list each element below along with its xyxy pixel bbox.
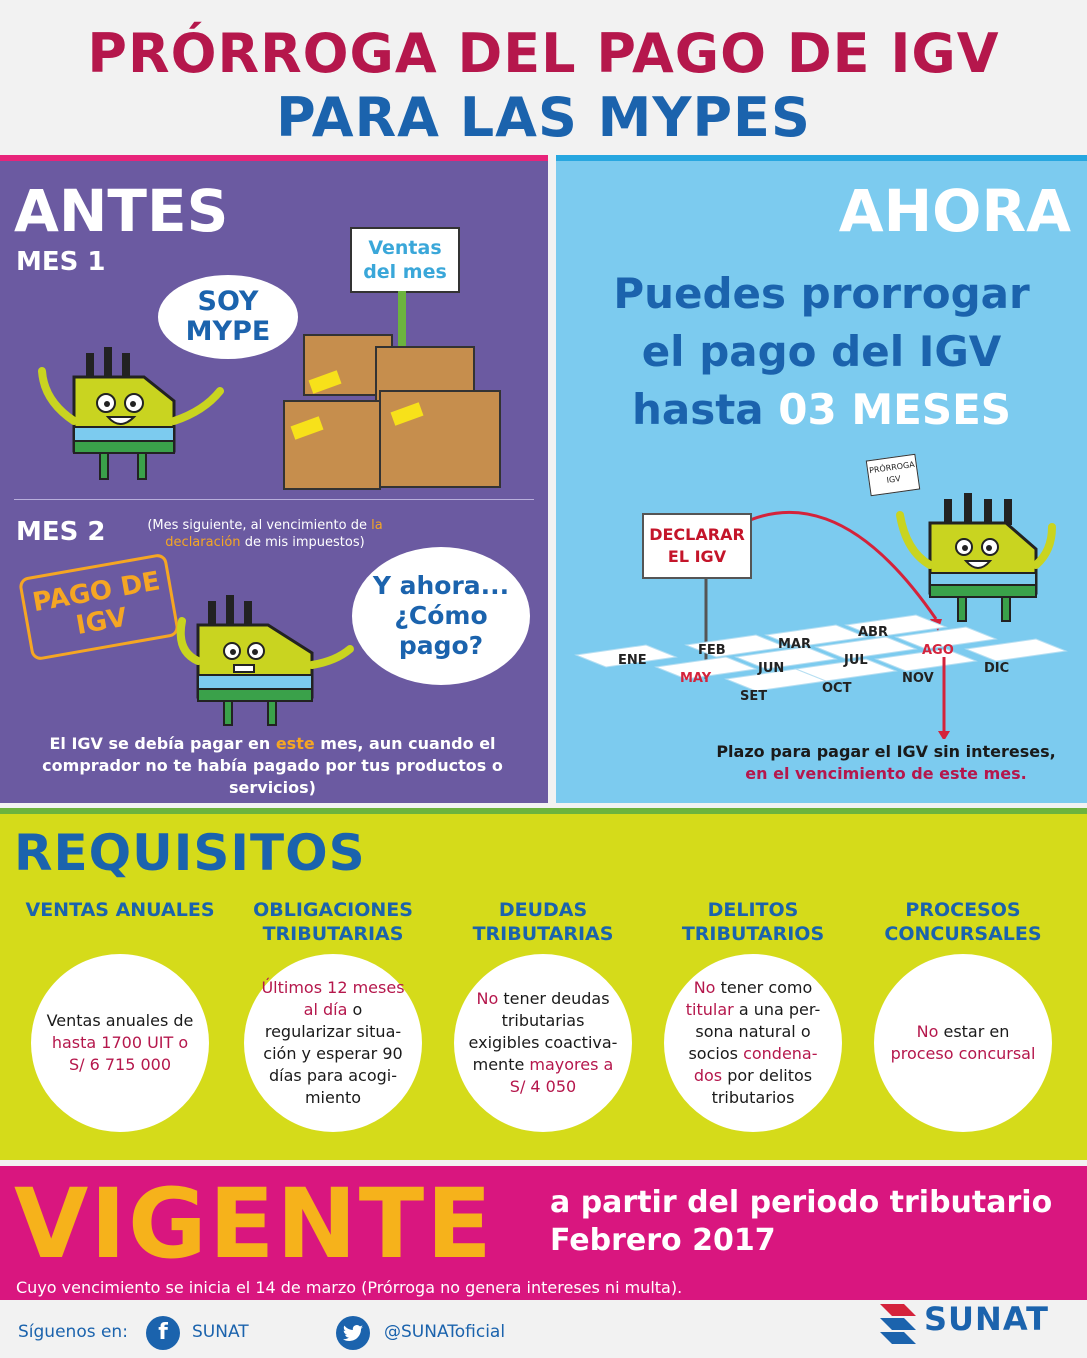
requisito-highlight: hasta 1700 UIT o <box>51 1033 189 1052</box>
requisito-delitos-tributarios: DELITOS TRIBUTARIOS No tener como titula… <box>658 898 848 1132</box>
month-may: MAY <box>680 671 712 686</box>
antes-caption: El IGV se debía pagar en este mes, aun c… <box>20 733 525 799</box>
mes1-label: MES 1 <box>16 247 106 277</box>
requisito-text: o regularizar situa-ción y esperar 90 dí… <box>263 1000 403 1107</box>
vigente-note: Cuyo vencimiento se inicia el 14 de marz… <box>16 1278 683 1297</box>
speech-bubble-como-pago: Y ahora... ¿Cómo pago? <box>352 547 530 685</box>
sign-prorroga-igv: PRÓRROGA IGV <box>865 453 921 497</box>
ahora-headline: Puedes prorrogar el pago del IGV hasta 0… <box>556 265 1087 439</box>
calendar-illustration <box>574 510 1068 739</box>
month-abr: ABR <box>858 625 888 640</box>
month-mar: MAR <box>778 637 812 652</box>
requisito-deudas-tributarias: DEUDAS TRIBUTARIAS No tener deudas tribu… <box>448 898 638 1132</box>
speech-bubble-soy-mype: SOY MYPE <box>158 275 298 359</box>
requisito-text: estar en <box>943 1022 1010 1041</box>
requisito-highlight: condena-dos <box>693 1044 818 1085</box>
mes2-note: (Mes siguiente, al vencimiento de la dec… <box>130 517 400 551</box>
twitter-link[interactable]: @SUNAToficial <box>384 1322 506 1342</box>
requisito-ventas-anuales: VENTAS ANUALES Ventas anuales de hasta 1… <box>25 898 215 1132</box>
requisito-highlight: S/ 6 715 000 <box>68 1055 172 1074</box>
stamp-pago-de-igv: PAGO DE IGV <box>17 552 181 662</box>
requisito-heading: DELITOS TRIBUTARIOS <box>681 899 825 945</box>
ahora-title: AHORA <box>838 177 1071 245</box>
page-title-line1: PRÓRROGA DEL PAGO DE IGV <box>87 22 1000 85</box>
mes2-note-post: de mis impuestos) <box>244 535 365 550</box>
month-jul: JUL <box>844 653 868 668</box>
requisitos-section: REQUISITOS VENTAS ANUALES Ventas anuales… <box>0 808 1087 1160</box>
ahora-headline-line1: Puedes prorrogar <box>613 269 1030 318</box>
month-dic: DIC <box>984 661 1010 676</box>
month-ago: AGO <box>922 643 954 658</box>
mes2-label: MES 2 <box>16 517 106 547</box>
requisito-text: a una per-sona natural o socios <box>688 1000 821 1063</box>
facebook-link[interactable]: SUNAT <box>192 1322 249 1342</box>
boxes-illustration <box>283 291 501 490</box>
requisito-heading: OBLIGACIONES TRIBUTARIAS <box>253 899 413 945</box>
antes-caption-post: mes, aun cuando el comprador no te había… <box>42 734 503 797</box>
requisito-heading: DEUDAS TRIBUTARIAS <box>472 899 614 945</box>
vigente-section: VIGENTE a partir del periodo tributario … <box>0 1160 1087 1300</box>
requisito-heading: VENTAS ANUALES <box>25 899 215 921</box>
requisito-highlight: titular <box>685 1000 734 1019</box>
ahora-headline-line3-pre: hasta <box>631 385 764 434</box>
requisito-text: por delitos tributarios <box>711 1066 813 1107</box>
mes2-note-pre: (Mes siguiente, al vencimiento de <box>147 518 367 533</box>
requisito-highlight: No <box>693 978 716 997</box>
requisito-text: tener como <box>720 978 813 997</box>
sunat-logo-icon <box>880 1304 916 1344</box>
twitter-icon[interactable] <box>336 1316 370 1350</box>
month-jun: JUN <box>758 661 785 676</box>
requisito-heading: PROCESOS CONCURSALES <box>884 899 1042 945</box>
divider <box>14 499 534 500</box>
requisitos-title: REQUISITOS <box>14 824 366 882</box>
vigente-text-line2: Febrero 2017 <box>550 1223 776 1258</box>
ahora-headline-line2: el pago del IGV <box>641 327 1002 376</box>
requisito-circle: Últimos 12 meses al día o regularizar si… <box>244 954 422 1132</box>
page-title-line2: PARA LAS MYPES <box>276 86 811 149</box>
month-oct: OCT <box>822 681 852 696</box>
month-set: SET <box>740 689 768 704</box>
requisito-text: Ventas anuales de <box>46 1011 194 1030</box>
follow-label: Síguenos en: <box>18 1322 128 1342</box>
mascot-factory-celebrating-icon <box>896 493 1056 622</box>
month-nov: NOV <box>902 671 934 686</box>
facebook-icon[interactable]: f <box>146 1316 180 1350</box>
antes-caption-pre: El IGV se debía pagar en <box>49 734 271 753</box>
requisito-circle: No estar en proceso concursal <box>874 954 1052 1132</box>
sign-declarar-igv: DECLARAR EL IGV <box>642 513 752 579</box>
ahora-caption-line2: en el vencimiento de este mes. <box>745 764 1027 783</box>
antes-caption-highlight: este <box>275 734 315 753</box>
requisito-circle: Ventas anuales de hasta 1700 UIT o S/ 6 … <box>31 954 209 1132</box>
vigente-word: VIGENTE <box>14 1168 494 1280</box>
antes-title: ANTES <box>14 177 229 245</box>
sunat-logo-text: SUNAT <box>924 1300 1049 1338</box>
mascot-factory-happy-icon <box>38 347 224 480</box>
ahora-caption-line1: Plazo para pagar el IGV sin intereses, <box>716 742 1056 761</box>
ahora-headline-three-months: 03 MESES <box>778 385 1012 434</box>
twitter-bird-icon <box>343 1325 363 1341</box>
requisito-highlight: proceso concursal <box>890 1044 1036 1063</box>
requisito-obligaciones-tributarias: OBLIGACIONES TRIBUTARIAS Últimos 12 mese… <box>238 898 428 1132</box>
ahora-caption: Plazo para pagar el IGV sin intereses, e… <box>696 741 1076 785</box>
month-ene: ENE <box>618 653 647 668</box>
month-feb: FEB <box>698 643 726 658</box>
vigente-text-line1: a partir del periodo tributario <box>550 1185 1053 1220</box>
mascot-factory-worried-icon <box>176 595 354 726</box>
requisito-procesos-concursales: PROCESOS CONCURSALES No estar en proceso… <box>868 898 1058 1132</box>
antes-panel: ANTES MES 1 SOY MYPE Ventas del mes MES … <box>0 155 548 803</box>
requisito-highlight: No <box>476 989 499 1008</box>
ahora-headline-line3: hasta 03 MESES <box>556 381 1087 439</box>
requisito-highlight: No <box>916 1022 939 1041</box>
header <box>0 0 1087 155</box>
requisito-highlight: mayores a S/ 4 050 <box>509 1055 614 1096</box>
mes2-note-highlight: la declaración <box>165 518 383 550</box>
ahora-panel: AHORA Puedes prorrogar el pago del IGV h… <box>556 155 1087 803</box>
requisito-circle: No tener como titular a una per-sona nat… <box>664 954 842 1132</box>
vigente-text: a partir del periodo tributario Febrero … <box>550 1184 1052 1260</box>
sign-ventas-del-mes: Ventas del mes <box>350 227 460 293</box>
requisito-highlight: Últimos 12 meses al día <box>261 978 405 1019</box>
requisito-circle: No tener deudas tributarias exigibles co… <box>454 954 632 1132</box>
requisito-text: tener deudas tributarias exigibles coact… <box>468 989 618 1074</box>
